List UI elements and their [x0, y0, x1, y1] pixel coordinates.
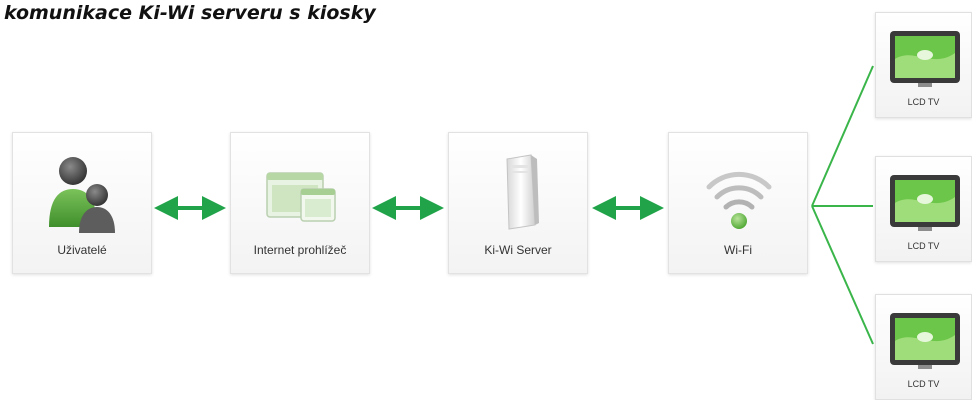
lcd-tv-icon [890, 175, 960, 231]
lcd-tv-label: LCD TV [907, 97, 940, 107]
wifi-icon [706, 171, 772, 229]
node-wifi: Wi-Fi [668, 132, 808, 274]
browser-windows-icon [266, 172, 336, 222]
lcd-tv-top: LCD TV [875, 12, 972, 118]
lcd-tv-icon [890, 313, 960, 369]
lcd-tv-icon [890, 31, 960, 87]
lcd-tv-label: LCD TV [907, 379, 940, 389]
branch-line-bottom [811, 205, 874, 345]
diagram-title: komunikace Ki-Wi serveru s kiosky [4, 2, 376, 24]
node-browser: Internet prohlížeč [230, 132, 370, 274]
node-label: Internet prohlížeč [253, 243, 347, 257]
lcd-tv-label: LCD TV [907, 241, 940, 251]
node-label: Ki-Wi Server [484, 243, 552, 257]
lcd-tv-middle: LCD TV [875, 156, 972, 262]
node-label: Uživatelé [57, 243, 107, 257]
server-tower-icon [506, 154, 539, 230]
node-users: Uživatelé [12, 132, 152, 274]
branch-line-top [811, 65, 874, 207]
lcd-tv-bottom: LCD TV [875, 294, 972, 400]
node-server: Ki-Wi Server [448, 132, 588, 274]
users-icon [49, 157, 115, 233]
node-label: Wi-Fi [724, 243, 752, 257]
